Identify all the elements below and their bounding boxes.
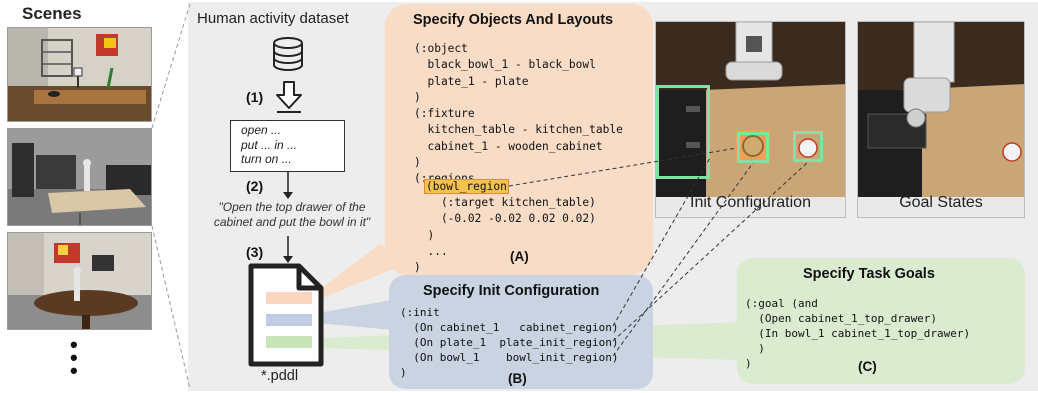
- database-icon: [273, 37, 303, 71]
- scene-kitchen-image: [8, 129, 151, 225]
- goals-code-block: (:goal (and (Open cabinet_1_top_drawer) …: [745, 297, 971, 370]
- scene-kitchen-thumbnail: [7, 128, 152, 226]
- goal-states-render: [857, 21, 1025, 218]
- task-goals-panel: [737, 258, 1025, 384]
- pddl-file-label: *.pddl: [261, 368, 299, 384]
- scene-study-image: [8, 233, 151, 329]
- scenes-title: Scenes: [22, 4, 82, 23]
- down-arrow-outline-icon: [276, 81, 302, 113]
- init-configuration-render: [655, 21, 846, 218]
- objects-panel-title: Specify Objects And Layouts: [413, 12, 614, 28]
- more-scenes-ellipsis: •••: [70, 332, 78, 383]
- init-panel-title: Specify Init Configuration: [423, 283, 600, 299]
- cabinet-region-box: [656, 85, 710, 179]
- regions-code-block: (:target kitchen_table) (-0.02 -0.02 0.0…: [414, 196, 596, 275]
- instruction-quote: "Open the top drawer of the cabinet and …: [213, 200, 371, 229]
- panel-label-b: (B): [508, 371, 527, 386]
- step-1-label: (1): [246, 89, 264, 105]
- scene-study-thumbnail: [7, 232, 152, 330]
- init-configuration-image: [656, 22, 845, 217]
- init-configuration-panel: [389, 275, 653, 389]
- dataset-label: Human activity dataset: [197, 10, 349, 27]
- init-configuration-caption: Init Configuration: [690, 194, 811, 211]
- bowl-region-highlight: (bowl_region: [424, 179, 509, 195]
- init-code-block: (:init (On cabinet_1 cabinet_region) (On…: [400, 306, 619, 379]
- pddl-file-icon: [248, 263, 324, 367]
- goal-states-image: [858, 22, 1024, 217]
- scene-living-room-thumbnail: [7, 27, 152, 122]
- plate-region-box: [793, 131, 823, 162]
- goal-states-caption: Goal States: [899, 194, 983, 211]
- bowl-region-box: [737, 132, 769, 163]
- goals-panel-title: Specify Task Goals: [803, 266, 935, 282]
- down-arrow-icon: [283, 236, 293, 263]
- bowl-region-token: (bowl_region: [424, 179, 509, 194]
- step-2-label: (2): [246, 178, 264, 194]
- objects-layout-panel: [385, 4, 653, 275]
- scene-living-room-image: [8, 28, 151, 121]
- panel-label-a: (A): [510, 249, 529, 264]
- commands-list: open ... put ... in ... turn on ...: [241, 123, 298, 166]
- step-3-label: (3): [246, 244, 264, 260]
- down-arrow-icon: [283, 172, 293, 199]
- panel-label-c: (C): [858, 359, 877, 374]
- commands-box: open ... put ... in ... turn on ...: [230, 120, 345, 172]
- objects-code-block: (:object black_bowl_1 - black_bowl plate…: [414, 42, 623, 185]
